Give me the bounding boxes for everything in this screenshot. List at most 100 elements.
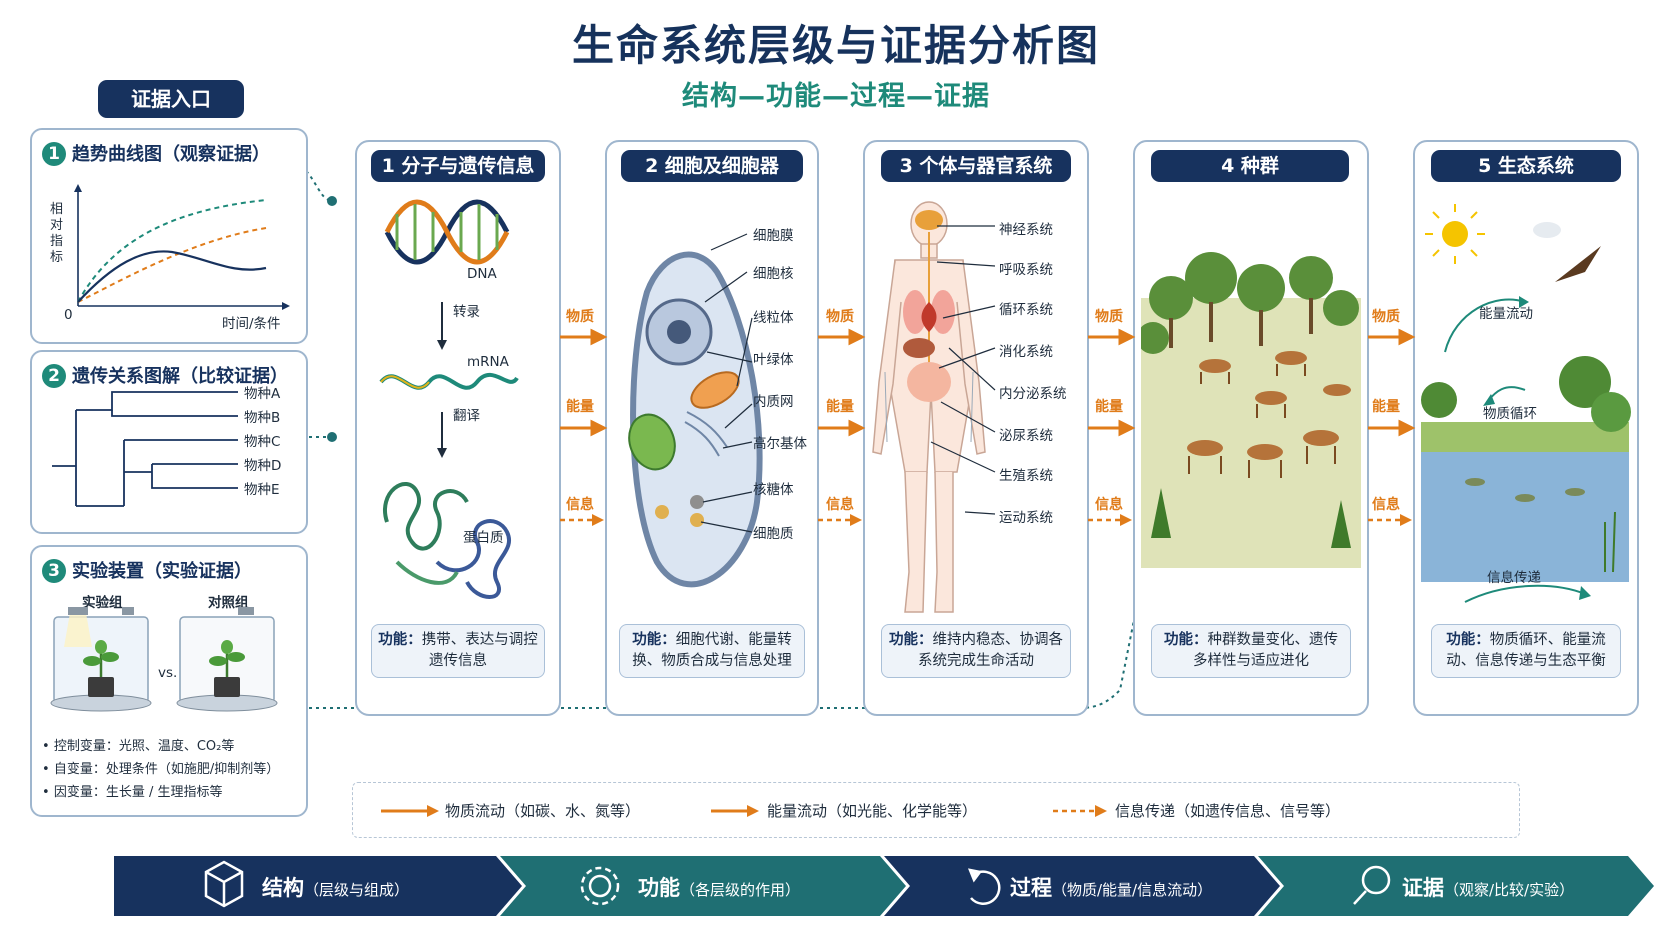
flow-label-info-4: 信息	[1372, 497, 1400, 513]
mrna-label: mRNA	[467, 354, 509, 370]
species-label-d: 物种D	[244, 458, 282, 474]
evidence-experiment-title: 3 实验装置（实验证据）	[42, 557, 252, 583]
dna-label: DNA	[467, 266, 497, 282]
flow-label-energy-1: 能量	[566, 399, 594, 415]
vs-label: vs.	[158, 665, 178, 681]
flow-label-matter-2: 物质	[826, 309, 854, 325]
level-molecule-box: 1 分子与遗传信息 DNA 转录 mRNA 翻译 蛋白质 功能：携带、表达与调控…	[355, 140, 561, 716]
experiment-chamber	[50, 607, 152, 712]
species-label-a: 物种A	[244, 386, 281, 402]
evidence-experiment-title-text: 实验装置（实验证据）	[72, 561, 252, 582]
trend-x-label: 时间/条件	[222, 316, 281, 332]
bottom-evidence: 证据（观察/比较/实验）	[1402, 876, 1575, 900]
page-title: 生命系统层级与证据分析图	[571, 21, 1100, 70]
level-population-box: 4 种群 功能：种群数量变化、遗传多样性与适应进化	[1133, 140, 1369, 716]
flow-label-energy-2: 能量	[826, 399, 854, 415]
evidence-entry-badge: 证据入口	[98, 80, 244, 118]
evidence-phylo-title-text: 遗传关系图解（比较证据）	[72, 366, 288, 387]
deer-group	[1187, 351, 1351, 460]
legend: 物质流动（如碳、水、氮等） 能量流动（如光能、化学能等） 信息传递（如遗传信息、…	[352, 782, 1520, 838]
bullet-dependent-variable: • 因变量：生长量 / 生理指标等	[42, 785, 223, 800]
bottom-chevron-function	[500, 856, 906, 916]
legend-info: 信息传递（如遗传信息、信号等）	[1115, 802, 1341, 820]
flow-label-info-1: 信息	[566, 497, 594, 513]
trend-origin: 0	[64, 307, 73, 323]
organelle-label-golgi: 高尔基体	[753, 436, 807, 452]
system-label-endocrine: 内分泌系统	[999, 386, 1067, 402]
organelle-label-membrane: 细胞膜	[753, 228, 794, 244]
phylo-tree	[52, 391, 238, 507]
protein-shape	[383, 482, 511, 599]
trend-curve-navy	[77, 250, 267, 303]
eco-energy-label: 能量流动	[1479, 306, 1533, 322]
evidence-number-2: 2	[42, 364, 66, 388]
bullet-independent-variable: • 自变量：处理条件（如施肥/抑制剂等）	[42, 762, 280, 777]
species-label-e: 物种E	[244, 482, 280, 498]
system-label-respiratory: 呼吸系统	[999, 262, 1053, 278]
molecule-illustration	[379, 199, 519, 599]
level-ecosystem-box: 5 生态系统 能量流动 物质循环 信息传递 功能：物质循环、能量流动、信息传递与…	[1413, 140, 1639, 716]
page-subtitle: 结构—功能—过程—证据	[682, 81, 990, 112]
translate-label: 翻译	[453, 408, 480, 424]
evidence-phylo-box: 2 遗传关系图解（比较证据） 物种A 物种B 物种C 物种D 物种E	[30, 350, 308, 534]
flow-label-energy-3: 能量	[1095, 399, 1123, 415]
bottom-structure: 结构（层级与组成）	[262, 876, 410, 900]
legend-arrows	[381, 805, 1107, 817]
level-organism-head: 3 个体与器官系统	[881, 150, 1071, 182]
protein-label: 蛋白质	[463, 530, 504, 546]
cell-illustration	[628, 233, 763, 588]
system-label-motor: 运动系统	[999, 510, 1053, 526]
level-ecosystem-function: 功能：物质循环、能量流动、信息传递与生态平衡	[1431, 624, 1621, 678]
evidence-number-3: 3	[42, 559, 66, 583]
organelle-label-ribosome: 核糖体	[753, 482, 794, 498]
flow-label-info-2: 信息	[826, 497, 854, 513]
evidence-phylo-title: 2 遗传关系图解（比较证据）	[42, 362, 288, 388]
trend-curve-green	[77, 199, 267, 303]
flow-label-energy-4: 能量	[1372, 399, 1400, 415]
experiment-group-label: 实验组	[82, 595, 123, 611]
level-ecosystem-head: 5 生态系统	[1431, 150, 1621, 182]
level-molecule-head: 1 分子与遗传信息	[371, 150, 545, 182]
level-cell-function: 功能：细胞代谢、能量转换、物质合成与信息处理	[619, 624, 805, 678]
level-organism-function: 功能：维持内稳态、协调各系统完成生命活动	[881, 624, 1071, 678]
organelle-label-chloroplast: 叶绿体	[753, 352, 794, 368]
system-label-reproductive: 生殖系统	[999, 468, 1053, 484]
experiment-apparatus	[50, 607, 278, 712]
gear-icon	[580, 866, 620, 906]
evidence-trend-title-text: 趋势曲线图（观察证据）	[72, 144, 270, 165]
transcribe-label: 转录	[453, 304, 480, 320]
organelle-label-mitochondria: 线粒体	[753, 310, 794, 326]
system-label-urinary: 泌尿系统	[999, 428, 1053, 444]
species-label-c: 物种C	[244, 434, 281, 450]
level-cell-head: 2 细胞及细胞器	[621, 150, 803, 182]
cycle-icon	[967, 868, 1001, 905]
level-population-head: 4 种群	[1151, 150, 1349, 182]
eagle	[1555, 246, 1601, 282]
legend-energy: 能量流动（如光能、化学能等）	[767, 802, 978, 820]
species-label-b: 物种B	[244, 410, 281, 426]
level-organism-box: 3 个体与器官系统 神经系统 呼吸系统 循环系	[863, 140, 1089, 716]
eco-info-label: 信息传递	[1487, 570, 1541, 586]
organelle-label-cytoplasm: 细胞质	[753, 526, 794, 542]
cube-icon	[204, 860, 244, 908]
legend-matter: 物质流动（如碳、水、氮等）	[445, 802, 641, 820]
bottom-process: 过程（物质/能量/信息流动）	[1010, 876, 1213, 900]
ecosystem-illustration	[1421, 204, 1631, 603]
human-body-illustration	[872, 201, 996, 613]
level-molecule-function: 功能：携带、表达与调控遗传信息	[371, 624, 545, 678]
search-icon	[1353, 865, 1391, 905]
trend-chart	[74, 184, 290, 310]
level-population-function: 功能：种群数量变化、遗传多样性与适应进化	[1151, 624, 1351, 678]
organelle-label-nucleus: 细胞核	[753, 266, 794, 282]
flow-label-matter-1: 物质	[566, 309, 594, 325]
flow-label-matter-4: 物质	[1372, 309, 1400, 325]
population-illustration	[1141, 252, 1361, 568]
bullet-control-variable: • 控制变量：光照、温度、CO₂等	[42, 739, 235, 754]
control-chamber	[176, 607, 278, 712]
system-label-digestive: 消化系统	[999, 344, 1053, 360]
